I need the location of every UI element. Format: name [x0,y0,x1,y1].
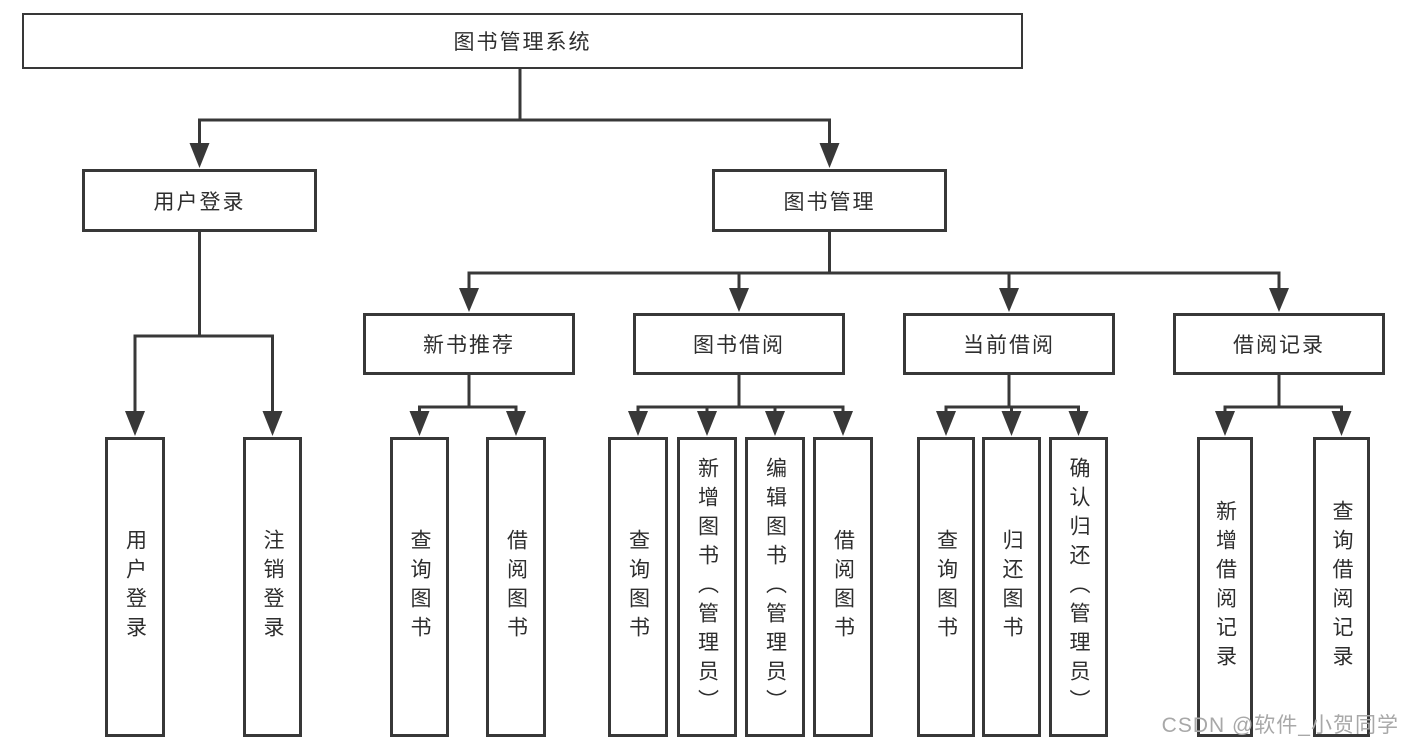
node-book-borrowing: 图书借阅 [633,313,845,375]
leaf-query-books-current: 查询图书 [917,437,975,737]
node-label: 查询借阅记录 [1330,500,1353,674]
leaf-query-borrow-record: 查询借阅记录 [1313,437,1370,737]
leaf-confirm-return-admin: 确认归还（管理员） [1049,437,1108,737]
node-label: 用户登录 [123,529,147,645]
leaf-edit-book-admin: 编辑图书（管理员） [745,437,805,737]
node-label: 当前借阅 [963,334,1055,357]
node-label: 借阅图书 [504,529,528,645]
arrowheads [125,143,1352,436]
node-label: 借阅图书 [831,529,855,645]
node-label: 新书推荐 [423,334,515,357]
leaf-add-book-admin: 新增图书（管理员） [677,437,737,737]
node-label: 用户登录 [153,190,246,214]
node-label: 编辑图书（管理员） [763,456,787,718]
node-new-book-recommend: 新书推荐 [363,313,575,375]
csdn-watermark: CSDN @软件_小贺同学 [1161,714,1399,737]
leaf-user-login: 用户登录 [105,437,165,737]
leaf-borrow-books-recommend: 借阅图书 [486,437,546,737]
node-label: 注销登录 [261,529,284,645]
node-label: 查询图书 [934,529,958,645]
leaf-logout: 注销登录 [243,437,302,737]
leaf-query-books-borrow: 查询图书 [608,437,668,737]
leaf-query-books-recommend: 查询图书 [390,437,449,737]
node-label: 图书管理系统 [453,31,592,54]
leaf-add-borrow-record: 新增借阅记录 [1197,437,1253,737]
node-user-login: 用户登录 [82,169,317,232]
node-current-borrowing: 当前借阅 [903,313,1115,375]
node-label: 新增借阅记录 [1213,500,1237,674]
node-label: 图书管理 [783,190,876,214]
leaf-return-books: 归还图书 [982,437,1041,737]
leaf-borrow-books: 借阅图书 [813,437,873,737]
node-library-management-system: 图书管理系统 [22,13,1023,69]
node-label: 归还图书 [1000,529,1023,645]
node-label: 查询图书 [408,529,431,645]
node-borrowing-records: 借阅记录 [1173,313,1385,375]
node-label: 借阅记录 [1233,334,1325,357]
node-label: 图书借阅 [693,334,785,357]
node-label: 新增图书（管理员） [695,456,719,718]
node-label: 查询图书 [626,529,650,645]
node-label: 确认归还（管理员） [1067,456,1090,718]
node-book-management: 图书管理 [712,169,947,232]
